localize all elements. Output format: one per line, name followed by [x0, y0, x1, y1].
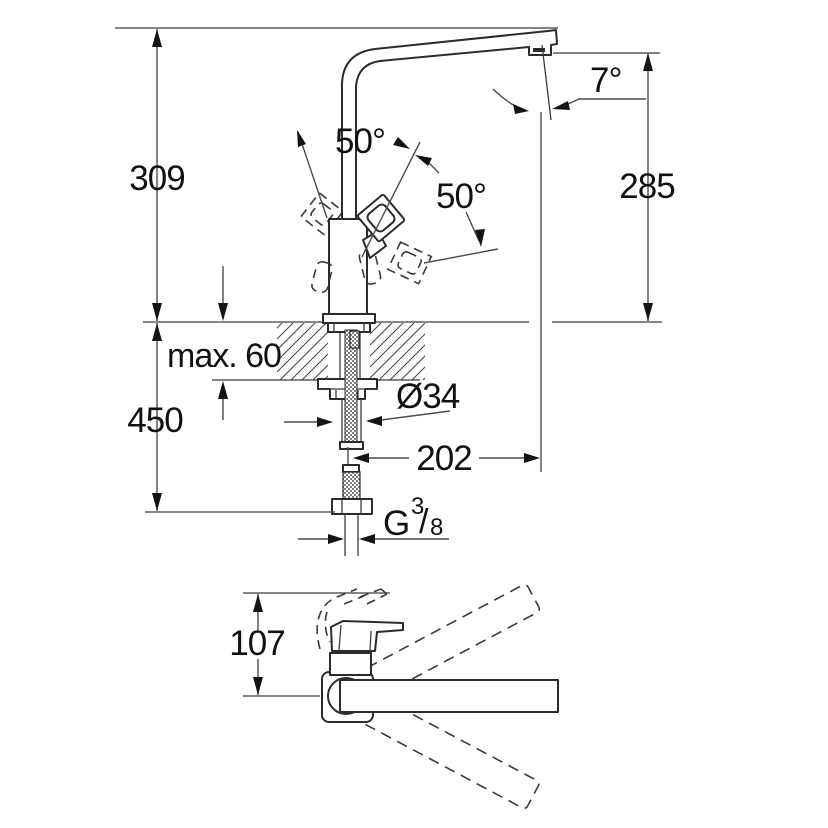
hex-nut-facets [341, 499, 362, 514]
faucet-side-outline [322, 29, 558, 324]
dim-107: 107 [229, 594, 286, 695]
under-counter-assembly [317, 321, 378, 556]
dim-max60-label: max. 60 [167, 337, 281, 375]
angle-7-label: 7° [590, 61, 621, 100]
handle-top-dashed [316, 588, 388, 650]
threaded-stud [349, 330, 360, 349]
dim-107-label-mask [231, 630, 284, 659]
thread-numerator: 3 [411, 493, 424, 520]
counter-hatch-left [277, 323, 328, 380]
side-view: 309 450 285 max. 60 Ø [115, 27, 676, 556]
dim-202: 202 [353, 439, 540, 478]
handle-top-solid [330, 620, 404, 652]
angle-50-left-label: 50° [335, 122, 385, 161]
faucet-body [328, 218, 368, 316]
thread-g: G [383, 504, 409, 543]
angle-7: 7° [492, 44, 646, 472]
dim-285-label: 285 [619, 167, 674, 206]
spout-bar-top [339, 679, 559, 713]
hose-end-cap [339, 441, 364, 450]
dim-309-label: 309 [129, 159, 184, 198]
angle-50-right-label: 50° [436, 177, 486, 216]
shank-tube [339, 332, 361, 379]
dim-309: 309 [129, 29, 186, 321]
dim-max60: max. 60 [167, 266, 282, 420]
angle-50-left: 50° [297, 122, 386, 219]
dim-450-label: 450 [127, 401, 183, 440]
connector-braid [342, 471, 361, 500]
counter-section [143, 321, 662, 381]
faucet-top-outline [316, 588, 559, 723]
body-block-top [329, 652, 372, 676]
counter-hatch-right [370, 323, 425, 380]
dim-dia34-label: Ø34 [396, 377, 460, 416]
top-view: 107 [229, 583, 559, 810]
base-plate [322, 313, 376, 324]
angle-50-right: 50° [361, 137, 499, 264]
thread-slash: / [419, 503, 429, 541]
connector-hex-nut [331, 498, 373, 515]
aerator-slot [533, 48, 545, 52]
stream-tilted-line [541, 44, 552, 121]
hose-outline [341, 399, 362, 443]
dim-107-label: 107 [229, 624, 284, 663]
dim-202-label: 202 [416, 439, 471, 478]
handle-dashed-right [386, 241, 433, 285]
dim-285: 285 [619, 53, 676, 321]
connector-cap [342, 464, 360, 473]
dim-450: 450 [127, 323, 184, 511]
dim-dia34: Ø34 [284, 377, 461, 427]
dim-thread: G 3 / 8 [298, 493, 449, 544]
thread-denominator: 8 [430, 514, 443, 541]
connection-tube [344, 514, 359, 556]
